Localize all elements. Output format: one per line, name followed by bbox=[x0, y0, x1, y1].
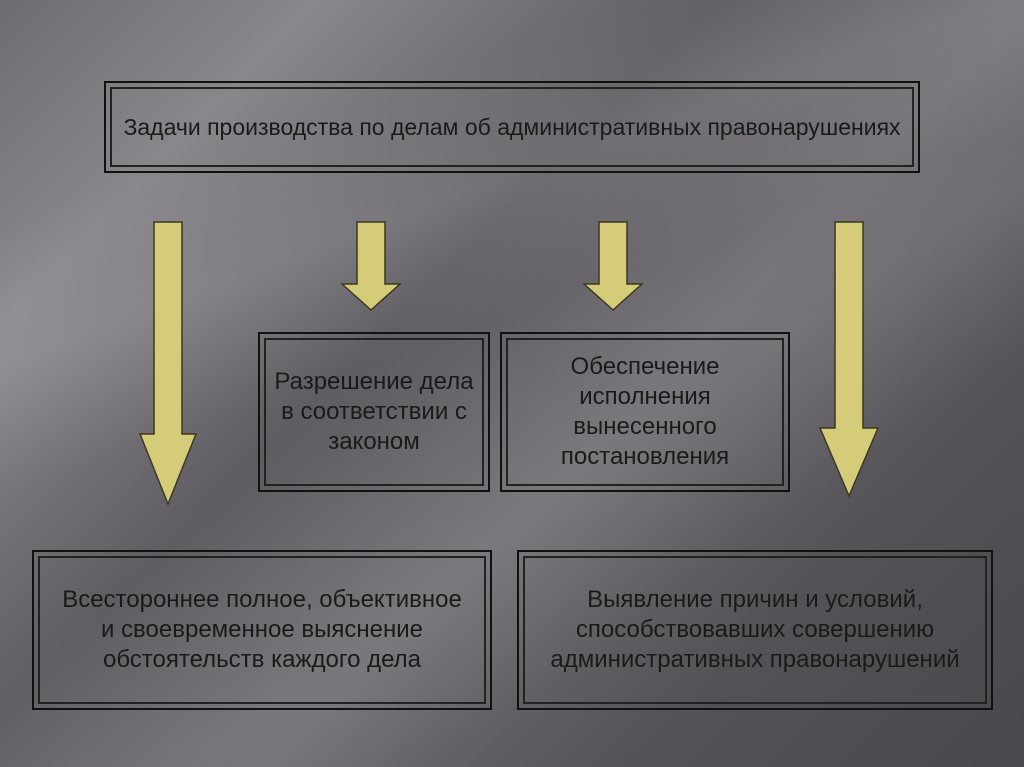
task-text-resolution: Разрешение дела в соответствии с законом bbox=[274, 368, 474, 455]
arrow-to-investigation bbox=[138, 221, 198, 507]
arrow-shape bbox=[582, 221, 644, 312]
task-box-resolution: Разрешение дела в соответствии с законом bbox=[258, 332, 490, 492]
arrow-shape bbox=[818, 221, 880, 498]
task-text-investigation: Всестороннее полное, объективное и своев… bbox=[62, 586, 462, 673]
task-text-causes: Выявление причин и условий, способствова… bbox=[550, 586, 960, 673]
diagram-title: Задачи производства по делам об админист… bbox=[123, 113, 901, 140]
arrow-shape bbox=[340, 221, 402, 312]
task-text-enforcement: Обеспечение исполнения вынесенного поста… bbox=[560, 353, 730, 470]
arrow-to-enforcement bbox=[582, 221, 644, 312]
arrow-to-resolution bbox=[340, 221, 402, 312]
arrow-shape bbox=[138, 221, 198, 507]
arrow-to-causes bbox=[818, 221, 880, 498]
task-box-investigation: Всестороннее полное, объективное и своев… bbox=[32, 550, 492, 710]
task-box-enforcement: Обеспечение исполнения вынесенного поста… bbox=[500, 332, 790, 492]
diagram-title-box: Задачи производства по делам об админист… bbox=[104, 81, 920, 173]
task-box-causes: Выявление причин и условий, способствова… bbox=[517, 550, 993, 710]
